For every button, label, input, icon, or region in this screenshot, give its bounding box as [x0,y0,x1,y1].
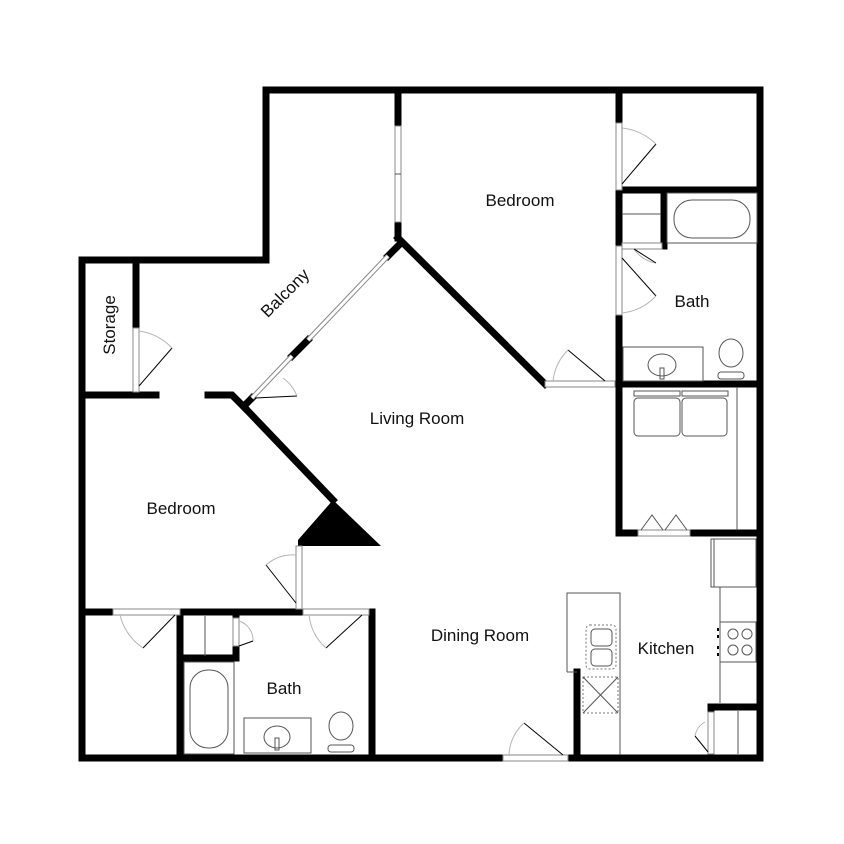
label-living-room: Living Room [370,409,465,428]
windows [112,122,715,762]
walls [78,86,764,762]
label-storage: Storage [100,295,119,355]
label-kitchen: Kitchen [638,639,695,658]
label-dining-room: Dining Room [431,626,529,645]
label-bedroom-top: Bedroom [486,191,555,210]
fixtures [183,192,758,755]
label-bath-right: Bath [675,292,710,311]
doors [119,127,709,756]
label-bedroom-left: Bedroom [147,499,216,518]
label-bath-left: Bath [267,679,302,698]
label-balcony: Balcony [257,265,314,322]
